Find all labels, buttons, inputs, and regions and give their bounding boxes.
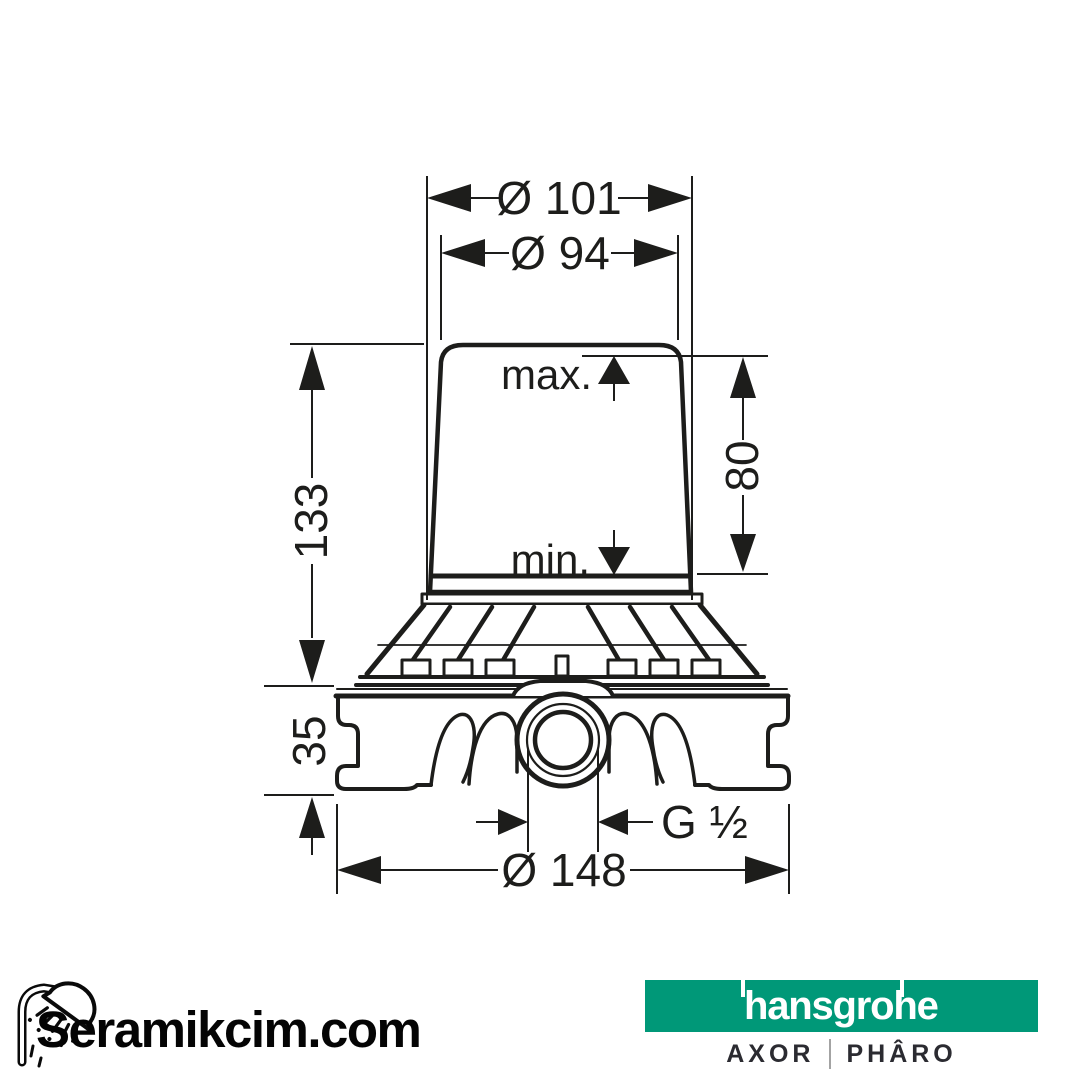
hansgrohe-logo-bar: hansgrohe bbox=[645, 980, 1038, 1032]
label-max: max. bbox=[501, 351, 592, 398]
retailer-name: Seramikcim.com bbox=[36, 1001, 422, 1058]
sub-brands-row: AXOR PHÂRO bbox=[645, 1038, 1038, 1070]
dim-diameter-148: Ø 148 bbox=[501, 844, 626, 896]
baseplate-right bbox=[693, 696, 791, 791]
baseplate-left bbox=[335, 696, 433, 791]
hansgrohe-wordmark: hansgrohe bbox=[744, 984, 939, 1028]
boss-collar bbox=[511, 679, 615, 698]
boss-bore-circle bbox=[532, 709, 594, 771]
flange-slots bbox=[400, 654, 722, 678]
shower-head-icon bbox=[17, 981, 97, 1068]
flange-edges bbox=[364, 602, 760, 677]
flange-fill bbox=[367, 605, 757, 675]
baseplate-right-wings bbox=[607, 711, 697, 787]
dim-height-35: 35 bbox=[283, 715, 335, 766]
dim-thread-g12: G ½ bbox=[661, 796, 748, 848]
boss-outer-circle bbox=[514, 691, 612, 789]
label-min: min. bbox=[511, 536, 590, 583]
brand-divider bbox=[829, 1039, 832, 1069]
product-outline bbox=[333, 342, 791, 791]
sleeve-body bbox=[427, 342, 694, 595]
flange-ribs bbox=[400, 604, 722, 677]
retailer-logo bbox=[10, 966, 440, 1076]
pharo-wordmark: PHÂRO bbox=[846, 1039, 957, 1068]
dim-diameter-101: Ø 101 bbox=[496, 172, 621, 224]
dimension-lines bbox=[264, 176, 790, 894]
flange-center-tab bbox=[554, 654, 570, 678]
dim-height-133: 133 bbox=[285, 483, 337, 560]
boss-mid-circle bbox=[525, 702, 601, 778]
dim-diameter-94: Ø 94 bbox=[510, 227, 610, 279]
sleeve-rim bbox=[420, 592, 704, 606]
dim-height-80: 80 bbox=[716, 440, 768, 491]
manufacturer-logo-block: hansgrohe AXOR PHÂRO bbox=[645, 980, 1038, 1072]
axor-wordmark: AXOR bbox=[726, 1039, 815, 1068]
logo-slit-right bbox=[900, 980, 904, 997]
logo-slit-left bbox=[741, 980, 745, 997]
baseplate-left-wings bbox=[429, 711, 519, 787]
